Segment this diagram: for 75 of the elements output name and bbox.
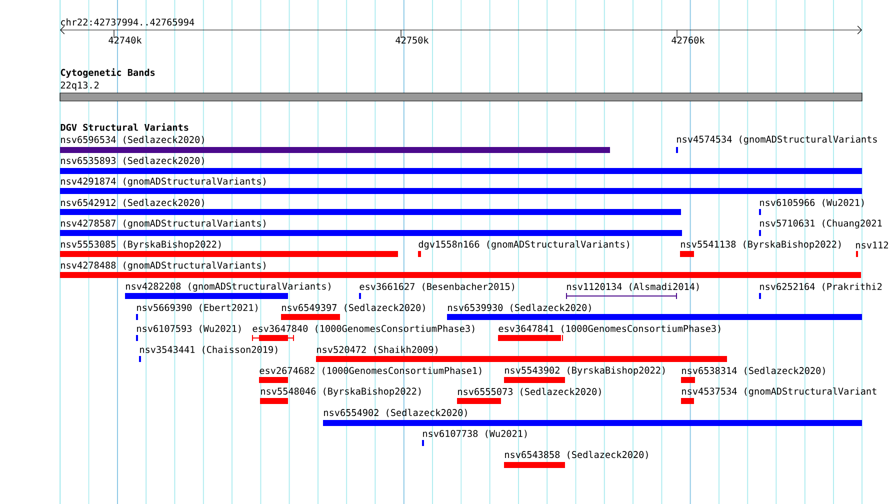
variant-feature: nsv112 [856,242,888,257]
node-label: nsv6549397 (Sedlazeck2020) [282,304,425,312]
node-label: nsv6538314 (Sedlazeck2020) [682,366,825,376]
variant-feature: nsv5543902 (ByrskaBishop2022) [504,366,665,383]
node-label: nsv4278488 (gnomADStructuralVariants) [61,261,266,271]
variant-feature: nsv6555073 (Sedlazeck2020) [457,388,601,404]
node-label: esv3647840 (1000GenomesConsortiumPhase3) [252,324,474,334]
variant-feature: nsv1120134 (Alsmadi2014) [566,282,699,300]
variant-feature: nsv5553085 (ByrskaBishop2022) [60,240,398,257]
node-label: nsv5541138 (ByrskaBishop2022) [681,240,841,250]
node-label: nsv5553085 (ByrskaBishop2022) [61,240,221,250]
variant-feature: nsv520472 (Shaikh2009) [316,346,727,362]
variant-feature: nsv4278488 (gnomADStructuralVariants) [60,261,861,278]
node-label: nsv4282208 (gnomADStructuralVariants) [126,282,330,292]
node-label: 22q13.2 [60,82,99,90]
node-label: nsv4291874 (gnomADStructuralVariants) [61,177,266,187]
variant-feature: esv2674682 (1000GenomesConsortiumPhase1) [259,366,482,383]
variant-feature: nsv4537534 (gnomADStructuralVariant [681,387,876,404]
variant-feature: nsv6554902 (Sedlazeck2020) [323,408,862,426]
variant-feature: nsv6596534 (Sedlazeck2020) [60,136,610,153]
node-label: nsv4537534 (gnomADStructuralVariant [682,387,876,397]
node-label: nsv5710631 (Chuang2021 [760,219,882,229]
variant-feature: nsv6539930 (Sedlazeck2020) [447,304,862,320]
node-label: nsv6107593 (Wu2021) [137,324,241,334]
node-label: nsv4574534 (gnomADStructuralVariants [677,135,877,145]
node-label: esv2674682 (1000GenomesConsortiumPhase1) [260,366,482,376]
node-label: nsv6596534 (Sedlazeck2020) [61,136,204,144]
variant-feature: nsv6107593 (Wu2021) [136,324,241,341]
node-label: nsv520472 (Shaikh2009) [317,346,438,354]
variant-feature: nsv4282208 (gnomADStructuralVariants) [125,282,330,299]
node-label: nsv5548046 (ByrskaBishop2022) [261,388,421,396]
node-label: nsv3543441 (Chaisson2019) [140,346,278,354]
variant-feature: esv3647840 (1000GenomesConsortiumPhase3) [252,324,474,342]
variant-feature: nsv6543858 (Sedlazeck2020) [504,450,648,468]
node-label: nsv5543902 (ByrskaBishop2022) [505,366,665,376]
variant-feature: esv3647841 (1000GenomesConsortiumPhase3) [498,324,720,342]
node-label: nsv6542912 (Sedlazeck2020) [61,198,204,208]
variant-feature: nsv4278587 (gnomADStructuralVariants) [60,219,682,236]
variant-feature: nsv6549397 (Sedlazeck2020) [281,304,425,320]
locus-label: chr22:42737994..42765994 [61,18,194,26]
variant-feature: nsv6538314 (Sedlazeck2020) [681,366,825,383]
node-label: nsv6535893 (Sedlazeck2020) [61,156,204,166]
track-heading: Cytogenetic Bands [60,68,155,78]
node-label: esv3661627 (Besenbacher2015) [360,282,514,292]
node-label: nsv6107738 (Wu2021) [423,430,527,438]
variant-feature: nsv3543441 (Chaisson2019) [139,346,278,362]
variant-feature: esv3661627 (Besenbacher2015) [359,282,514,299]
variant-feature: nsv5669390 (Ebert2021) [136,304,258,320]
node-label: nsv6555073 (Sedlazeck2020) [458,388,601,396]
variant-feature: dgv1558n166 (gnomADStructuralVariants) [418,240,630,257]
variant-feature: nsv4574534 (gnomADStructuralVariants [676,135,877,153]
variant-feature: nsv6107738 (Wu2021) [422,430,527,446]
node-label: nsv6554902 (Sedlazeck2020) [324,408,467,418]
variant-feature: nsv6542912 (Sedlazeck2020) [60,198,681,215]
node-label: dgv1558n166 (gnomADStructuralVariants) [418,240,630,250]
node-label: nsv112 [856,241,888,249]
variant-feature: nsv5541138 (ByrskaBishop2022) [680,240,841,257]
variant-feature: nsv6535893 (Sedlazeck2020) [60,156,862,174]
node-label: nsv6543858 (Sedlazeck2020) [505,450,648,460]
variant-feature: nsv5548046 (ByrskaBishop2022) [260,388,421,404]
node-label: nsv4278587 (gnomADStructuralVariants) [61,219,266,229]
cytoband-track: 22q13.2 [60,82,862,102]
variant-feature: nsv6252164 (Prakrithi2 [759,282,882,299]
tick-label: 42740k [108,36,142,44]
variant-feature: nsv6105966 (Wu2021) [759,198,864,215]
track-heading: DGV Structural Variants [60,123,188,131]
node-label: nsv6252164 (Prakrithi2 [760,282,882,292]
node-label: esv3647841 (1000GenomesConsortiumPhase3) [498,324,720,334]
node-label: nsv6105966 (Wu2021) [760,198,864,208]
variant-feature: nsv5710631 (Chuang2021 [759,219,882,236]
tick-label: 42750k [396,36,429,44]
node-label: nsv5669390 (Ebert2021) [137,304,258,312]
variant-feature: nsv4291874 (gnomADStructuralVariants) [60,177,862,194]
tick-label: 42760k [672,36,705,44]
node-label: nsv6539930 (Sedlazeck2020) [448,304,591,312]
